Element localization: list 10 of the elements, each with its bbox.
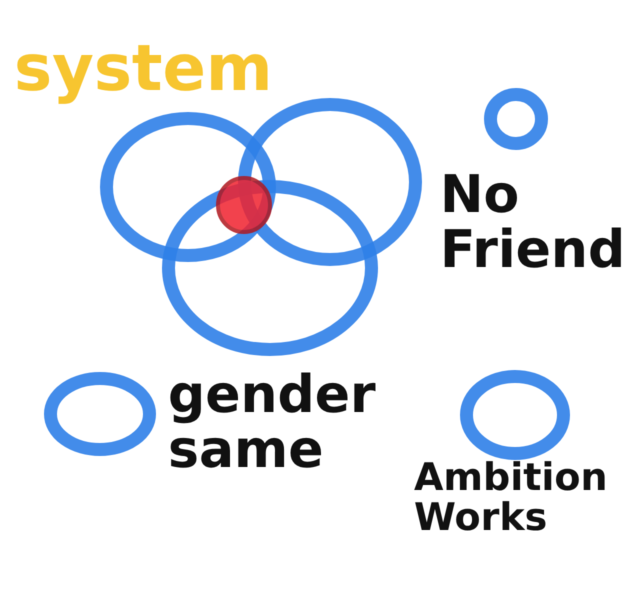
small-circle xyxy=(484,88,548,150)
handwritten-text: gender same xyxy=(168,368,377,478)
handwritten-text: No Friend xyxy=(440,168,626,278)
venn-circle xyxy=(162,180,378,356)
small-circle xyxy=(460,370,570,460)
handwritten-text: Ambition Works xyxy=(414,458,609,538)
intersection-dot xyxy=(216,176,272,234)
venn-circle xyxy=(100,112,276,262)
small-circle xyxy=(44,372,156,456)
title-text: system xyxy=(14,36,274,104)
